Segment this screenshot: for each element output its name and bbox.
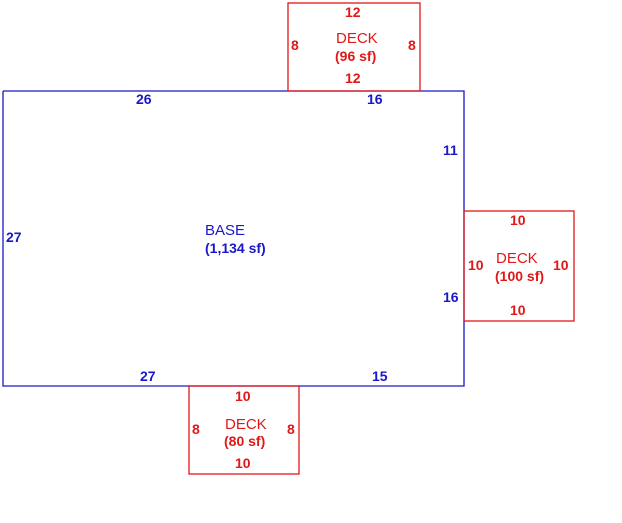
base-dim-left: 27: [6, 229, 22, 245]
deck-top-outline: [287, 2, 421, 92]
base-dim-bottom-right: 15: [372, 368, 388, 384]
deck-bottom-outline: [188, 385, 300, 475]
deck-right-label: DECK: [496, 250, 538, 267]
deck-bottom-label: DECK: [225, 416, 267, 433]
deck-right: DECK (100 sf) 10 10 10 10: [463, 210, 575, 322]
deck-bottom-dim-bottom: 10: [235, 455, 251, 471]
deck-top-area: (96 sf): [335, 48, 376, 64]
deck-bottom-dim-left: 8: [192, 421, 200, 437]
base-dim-bottom-left: 27: [140, 368, 156, 384]
deck-top-label: DECK: [336, 30, 378, 47]
base-area: (1,134 sf): [205, 240, 266, 256]
base-dim-top-left: 26: [136, 91, 152, 107]
deck-bottom-dim-top: 10: [235, 388, 251, 404]
base-dim-right-lower: 16: [443, 289, 459, 305]
deck-right-dim-right: 10: [553, 257, 569, 273]
deck-top-dim-bottom: 12: [345, 70, 361, 86]
deck-bottom: DECK (80 sf) 10 10 8 8: [188, 385, 300, 475]
deck-top-dim-left: 8: [291, 37, 299, 53]
base-section: BASE (1,134 sf) 26 16 11 27 16 27 15: [2, 90, 465, 387]
deck-right-dim-top: 10: [510, 212, 526, 228]
deck-right-dim-left: 10: [468, 257, 484, 273]
deck-right-dim-bottom: 10: [510, 302, 526, 318]
deck-top: DECK (96 sf) 12 12 8 8: [287, 2, 421, 92]
deck-top-dim-top: 12: [345, 4, 361, 20]
base-dim-top-right: 16: [367, 91, 383, 107]
deck-right-outline: [463, 210, 575, 322]
deck-bottom-area: (80 sf): [224, 433, 265, 449]
deck-top-dim-right: 8: [408, 37, 416, 53]
deck-bottom-dim-right: 8: [287, 421, 295, 437]
base-dim-right-upper: 11: [443, 142, 458, 158]
deck-right-area: (100 sf): [495, 268, 544, 284]
base-label: BASE: [205, 222, 245, 239]
